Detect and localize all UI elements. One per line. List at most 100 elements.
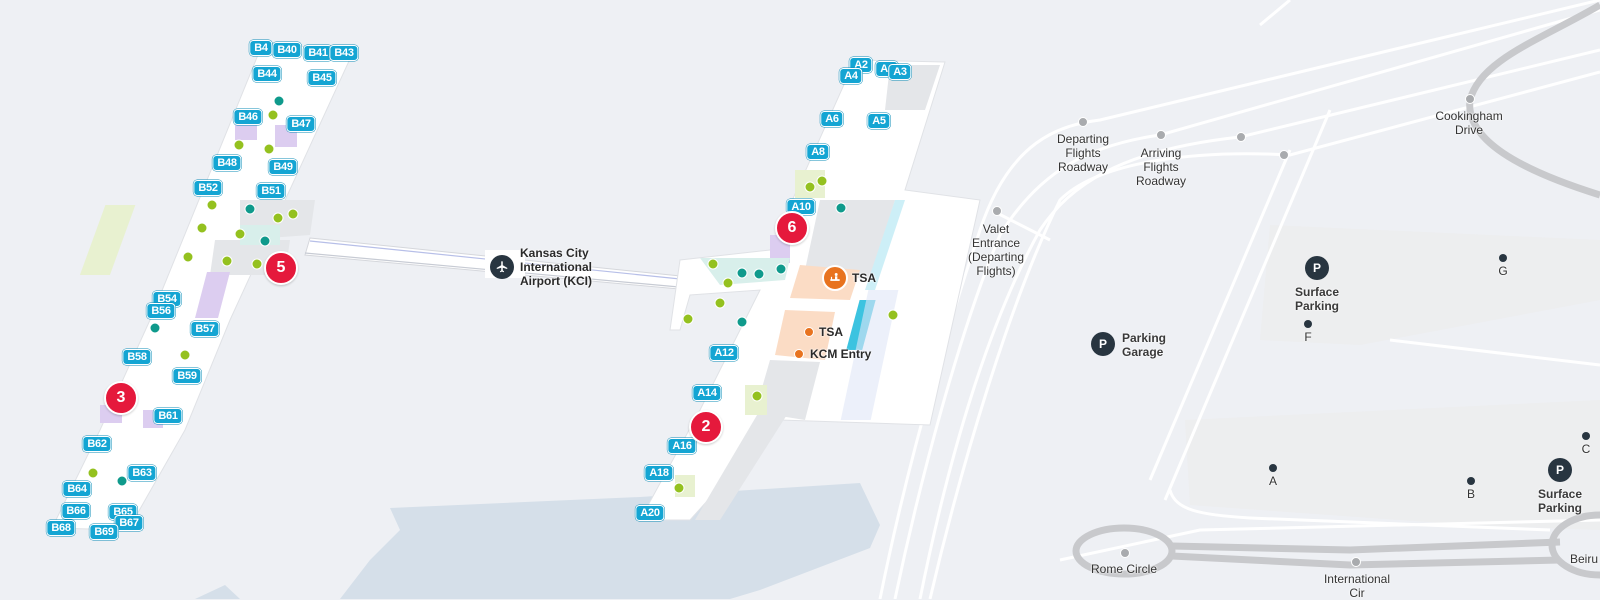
dining-poi-dot[interactable] bbox=[251, 258, 263, 270]
gate-badge-b63[interactable]: B63 bbox=[127, 465, 157, 481]
road-node-dot bbox=[992, 206, 1002, 216]
lot-marker-dot[interactable] bbox=[1467, 477, 1475, 485]
dining-poi-dot[interactable] bbox=[196, 222, 208, 234]
lot-marker-dot[interactable] bbox=[1269, 464, 1277, 472]
dining-poi-dot[interactable] bbox=[287, 208, 299, 220]
road-label: Valet Entrance (Departing Flights) bbox=[967, 222, 1025, 278]
gate-badge-a10[interactable]: A10 bbox=[786, 199, 816, 215]
lot-marker-dot[interactable] bbox=[1499, 254, 1507, 262]
dining-poi-dot[interactable] bbox=[234, 228, 246, 240]
dining-poi-dot[interactable] bbox=[87, 467, 99, 479]
gate-badge-a8[interactable]: A8 bbox=[806, 144, 830, 160]
tsa-checkpoint-icon[interactable] bbox=[822, 265, 848, 291]
gate-badge-b58[interactable]: B58 bbox=[122, 349, 152, 365]
poi-cluster-marker[interactable]: 2 bbox=[689, 410, 723, 444]
poi-cluster-marker[interactable]: 3 bbox=[104, 381, 138, 415]
kcm-entry-dot[interactable] bbox=[794, 349, 804, 359]
parking-lot-area bbox=[1185, 400, 1600, 530]
gate-badge-a14[interactable]: A14 bbox=[692, 385, 722, 401]
water-body bbox=[195, 585, 240, 599]
gate-badge-b46[interactable]: B46 bbox=[233, 109, 263, 125]
water-body bbox=[340, 483, 880, 599]
shop-poi-dot[interactable] bbox=[116, 475, 128, 487]
road-label-partial: Beiru bbox=[1570, 552, 1599, 566]
gate-badge-b41[interactable]: B41 bbox=[303, 45, 333, 61]
shop-poi-dot[interactable] bbox=[273, 95, 285, 107]
dining-poi-dot[interactable] bbox=[233, 139, 245, 151]
gate-badge-b44[interactable]: B44 bbox=[252, 66, 282, 82]
parking-pin-icon[interactable]: P bbox=[1548, 458, 1572, 482]
gate-badge-b43[interactable]: B43 bbox=[329, 45, 359, 61]
gate-badge-a12[interactable]: A12 bbox=[709, 345, 739, 361]
shop-poi-dot[interactable] bbox=[244, 203, 256, 215]
parking-label: Surface Parking bbox=[1294, 285, 1340, 313]
parking-lot-area bbox=[1260, 225, 1600, 345]
shop-poi-dot[interactable] bbox=[835, 202, 847, 214]
tsa-secondary-dot[interactable] bbox=[804, 327, 814, 337]
lot-marker-dot[interactable] bbox=[1582, 432, 1590, 440]
dining-poi-dot[interactable] bbox=[272, 212, 284, 224]
gate-badge-a6[interactable]: A6 bbox=[820, 111, 844, 127]
lot-marker-label: A bbox=[1268, 474, 1278, 488]
gate-badge-b52[interactable]: B52 bbox=[193, 180, 223, 196]
gate-badge-b56[interactable]: B56 bbox=[146, 303, 176, 319]
gate-badge-b68[interactable]: B68 bbox=[46, 520, 76, 536]
gate-badge-b49[interactable]: B49 bbox=[268, 159, 298, 175]
gate-badge-a4[interactable]: A4 bbox=[839, 68, 863, 84]
gate-badge-b66[interactable]: B66 bbox=[61, 503, 91, 519]
gate-badge-a20[interactable]: A20 bbox=[635, 505, 665, 521]
dining-poi-dot[interactable] bbox=[707, 258, 719, 270]
shop-poi-dot[interactable] bbox=[736, 267, 748, 279]
dining-poi-dot[interactable] bbox=[263, 143, 275, 155]
gate-badge-a5[interactable]: A5 bbox=[867, 113, 891, 129]
gate-badge-b64[interactable]: B64 bbox=[62, 481, 92, 497]
shop-poi-dot[interactable] bbox=[736, 316, 748, 328]
road-label: Rome Circle bbox=[1090, 562, 1158, 576]
road-label: Departing Flights Roadway bbox=[1056, 132, 1110, 174]
dining-poi-dot[interactable] bbox=[682, 313, 694, 325]
parking-pin-icon[interactable]: P bbox=[1305, 256, 1329, 280]
shop-poi-dot[interactable] bbox=[259, 235, 271, 247]
lot-marker-dot[interactable] bbox=[1304, 320, 1312, 328]
lot-marker-label: C bbox=[1581, 442, 1591, 456]
shop-poi-dot[interactable] bbox=[149, 322, 161, 334]
road-node-dot bbox=[1236, 132, 1246, 142]
poi-cluster-marker[interactable]: 5 bbox=[264, 251, 298, 285]
parking-pin-icon[interactable]: P bbox=[1091, 332, 1115, 356]
dining-poi-dot[interactable] bbox=[816, 175, 828, 187]
gate-badge-b45[interactable]: B45 bbox=[307, 70, 337, 86]
gate-badge-b51[interactable]: B51 bbox=[256, 183, 286, 199]
airplane-icon[interactable] bbox=[490, 255, 514, 279]
shop-poi-dot[interactable] bbox=[753, 268, 765, 280]
dining-poi-dot[interactable] bbox=[673, 482, 685, 494]
roads bbox=[878, 0, 1600, 599]
gate-badge-a16[interactable]: A16 bbox=[667, 438, 697, 454]
dining-poi-dot[interactable] bbox=[267, 109, 279, 121]
dining-poi-dot[interactable] bbox=[182, 251, 194, 263]
gate-badge-b40[interactable]: B40 bbox=[272, 42, 302, 58]
gate-badge-b47[interactable]: B47 bbox=[286, 116, 316, 132]
shop-poi-dot[interactable] bbox=[775, 263, 787, 275]
gate-badge-b69[interactable]: B69 bbox=[89, 524, 119, 540]
gate-badge-b61[interactable]: B61 bbox=[153, 408, 183, 424]
airport-name-label: Kansas City International Airport (KCI) bbox=[520, 246, 593, 288]
gate-badge-a3[interactable]: A3 bbox=[888, 64, 912, 80]
dining-poi-dot[interactable] bbox=[751, 390, 763, 402]
gate-badge-b67[interactable]: B67 bbox=[114, 515, 144, 531]
poi-cluster-marker[interactable]: 6 bbox=[775, 211, 809, 245]
dining-poi-dot[interactable] bbox=[887, 309, 899, 321]
gate-badge-b4[interactable]: B4 bbox=[249, 40, 273, 56]
gate-badge-b62[interactable]: B62 bbox=[82, 436, 112, 452]
dining-poi-dot[interactable] bbox=[714, 297, 726, 309]
gate-badge-b48[interactable]: B48 bbox=[212, 155, 242, 171]
gate-badge-b59[interactable]: B59 bbox=[172, 368, 202, 384]
lot-marker-label: B bbox=[1466, 487, 1476, 501]
dining-poi-dot[interactable] bbox=[221, 255, 233, 267]
dining-poi-dot[interactable] bbox=[804, 181, 816, 193]
dining-poi-dot[interactable] bbox=[206, 199, 218, 211]
dining-poi-dot[interactable] bbox=[722, 277, 734, 289]
dining-poi-dot[interactable] bbox=[179, 349, 191, 361]
gate-badge-a18[interactable]: A18 bbox=[644, 465, 674, 481]
gate-badge-b57[interactable]: B57 bbox=[190, 321, 220, 337]
